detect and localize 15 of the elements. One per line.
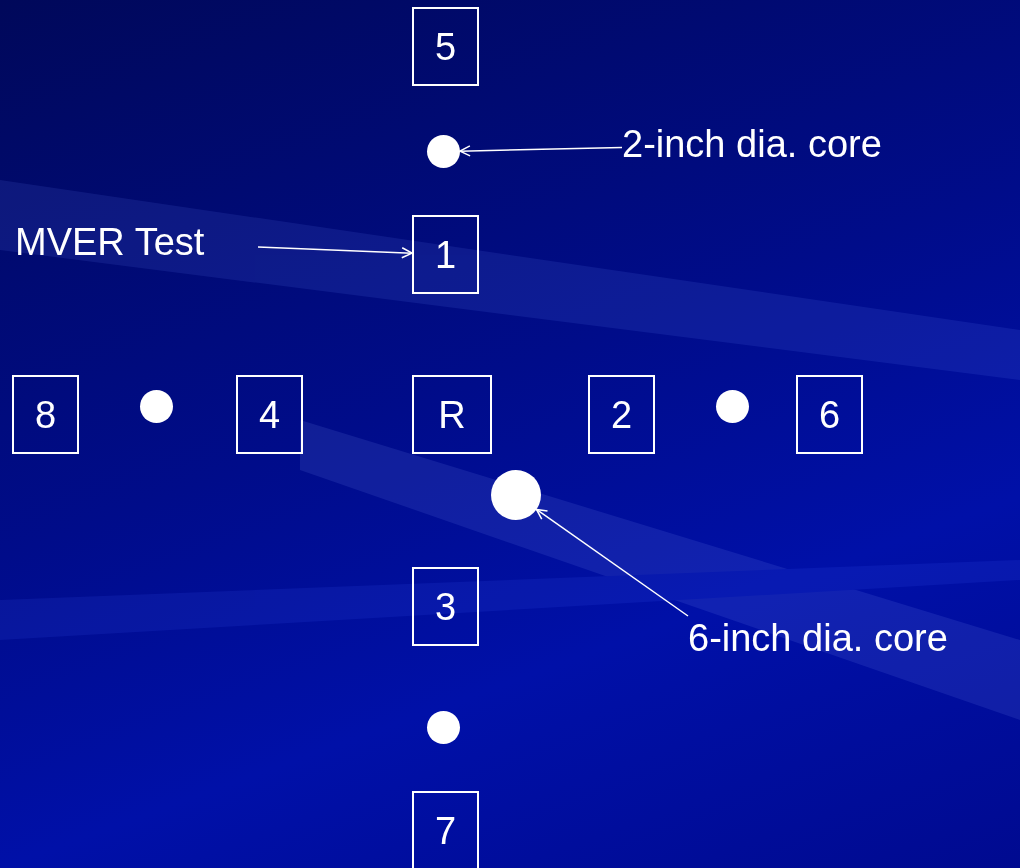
leader-arrow	[257, 246, 413, 259]
test-location-box: 3	[412, 567, 479, 646]
leader-arrow	[459, 145, 623, 157]
test-location-box: 6	[796, 375, 863, 454]
callout-label: 2-inch dia. core	[622, 122, 954, 166]
test-location-box: 8	[12, 375, 79, 454]
callout-label: MVER Test	[15, 220, 258, 264]
test-location-box: R	[412, 375, 492, 454]
test-location-box: 1	[412, 215, 479, 294]
test-location-box: 2	[588, 375, 655, 454]
test-location-box: 4	[236, 375, 303, 454]
test-location-box: 7	[412, 791, 479, 868]
leader-arrow	[535, 508, 689, 617]
callout-label: 6-inch dia. core	[688, 616, 1018, 660]
test-location-box: 5	[412, 7, 479, 86]
